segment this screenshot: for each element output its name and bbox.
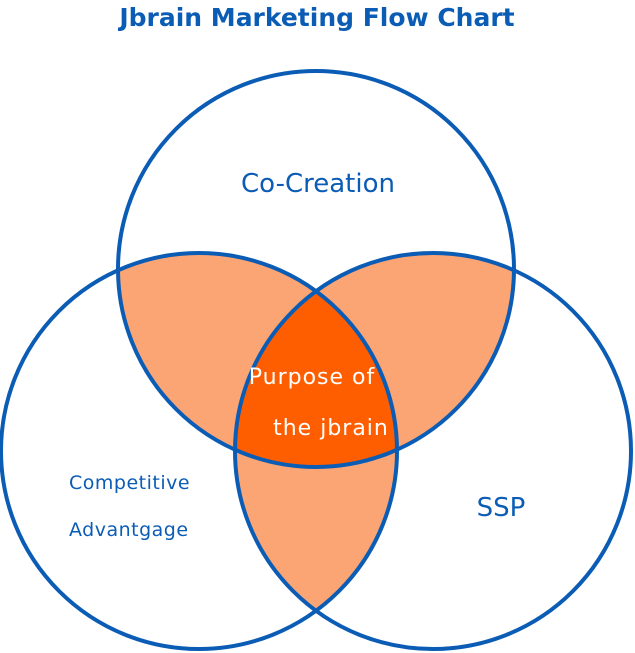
circle-ssp [233,251,633,651]
circle-competitive-advantage [0,251,399,651]
label-center-line-2: the jbrain [273,416,389,441]
overlap-center [235,253,397,467]
label-center-line-1: Purpose of [249,365,376,390]
chart-title: Jbrain Marketing Flow Chart [117,3,514,32]
label-competitive-line-2: Advantgage [69,519,189,541]
label-ssp: SSP [477,493,526,523]
label-co-creation: Co-Creation [241,169,395,199]
label-competitive-line-1: Competitive [69,472,190,494]
